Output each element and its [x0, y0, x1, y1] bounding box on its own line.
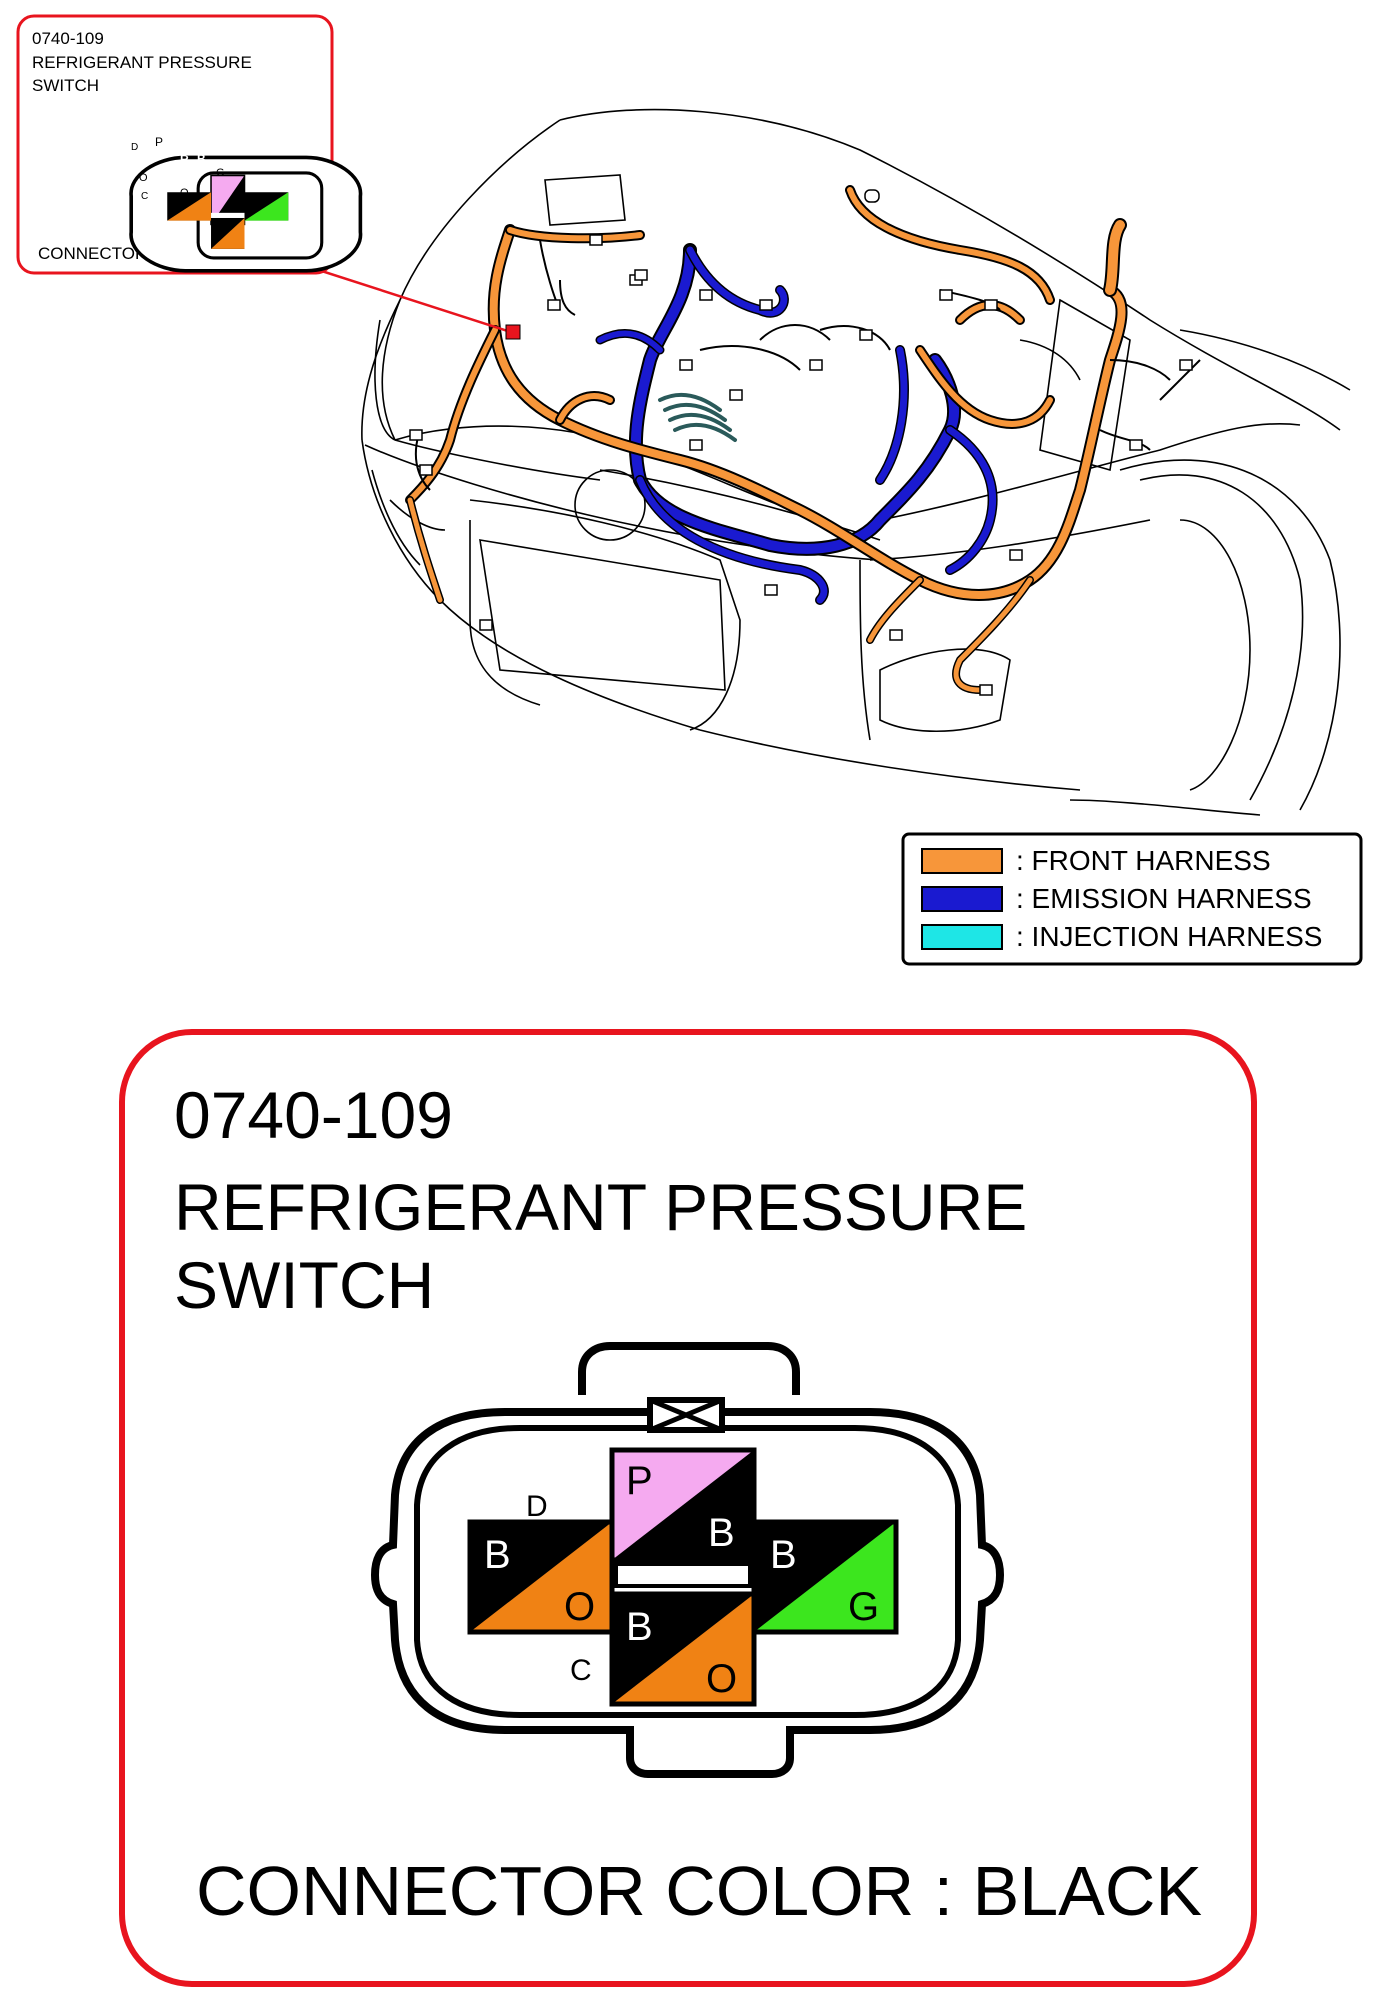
small-term-g: G	[216, 167, 225, 179]
harness-legend: : FRONT HARNESS : EMISSION HARNESS : INJ…	[901, 832, 1363, 966]
connector-latch	[578, 1342, 800, 1395]
emission-harness-wires	[595, 243, 998, 605]
small-term-o1: O	[139, 172, 148, 184]
terminal-c-stripe: O	[706, 1657, 737, 1701]
legend-label-injection: : INJECTION HARNESS	[1016, 921, 1322, 952]
terminal-right-black-green	[751, 1519, 899, 1635]
small-term-b3: B	[197, 152, 206, 166]
front-harness-wires	[405, 185, 1128, 694]
terminal-top-stripe: B	[708, 1511, 735, 1555]
small-callout-title-line2: SWITCH	[32, 76, 99, 95]
large-connector-face: D C B O P B B G B O	[370, 1342, 1005, 1778]
legend-swatch-front	[921, 848, 1003, 874]
terminal-label-d: D	[526, 1490, 548, 1523]
harness-connectors	[409, 189, 1193, 696]
legend-swatch-injection	[921, 924, 1003, 950]
small-term-p: P	[155, 135, 163, 149]
small-callout: 0740-109 REFRIGERANT PRESSURE SWITCH CON…	[16, 14, 363, 275]
large-callout: 0740-109 REFRIGERANT PRESSURE SWITCH CON…	[119, 1029, 1257, 1987]
terminal-d-black-orange	[467, 1519, 615, 1635]
connector-lock-icon	[647, 1397, 725, 1433]
terminal-d-stripe: O	[564, 1585, 595, 1629]
legend-label-front: : FRONT HARNESS	[1016, 845, 1271, 876]
terminal-top-main: P	[626, 1459, 653, 1503]
small-label-d: D	[131, 142, 138, 153]
terminal-label-c: C	[570, 1654, 592, 1687]
terminal-c-main: B	[626, 1605, 653, 1649]
connector-inner-rim	[414, 1425, 961, 1718]
small-term-b1: B	[116, 158, 125, 172]
large-callout-title-line1: REFRIGERANT PRESSURE	[174, 1170, 1027, 1244]
small-callout-title-line1: REFRIGERANT PRESSURE	[32, 53, 252, 72]
terminal-top-pink-black	[609, 1447, 757, 1563]
small-label-c: C	[141, 191, 148, 202]
terminal-right-stripe: G	[848, 1585, 879, 1629]
large-callout-title-line2: SWITCH	[174, 1248, 434, 1322]
small-connector-face	[129, 155, 363, 273]
terminal-right-main: B	[770, 1533, 797, 1577]
terminal-d-main: B	[484, 1533, 511, 1577]
legend-swatch-emission	[921, 886, 1003, 912]
terminal-c-black-orange	[609, 1591, 757, 1707]
legend-label-emission: : EMISSION HARNESS	[1016, 883, 1312, 914]
small-term-o2: O	[180, 187, 189, 199]
branch-wires	[414, 239, 1201, 491]
large-callout-code: 0740-109	[174, 1078, 453, 1152]
small-term-b4: B	[158, 175, 167, 189]
small-term-b2: B	[180, 149, 189, 163]
injection-harness-wires	[658, 392, 737, 442]
small-callout-code: 0740-109	[32, 29, 104, 48]
car-line-art	[361, 108, 1351, 816]
large-callout-connector-color: CONNECTOR COLOR : BLACK	[196, 1852, 1202, 1930]
connector-slot	[614, 1562, 752, 1588]
